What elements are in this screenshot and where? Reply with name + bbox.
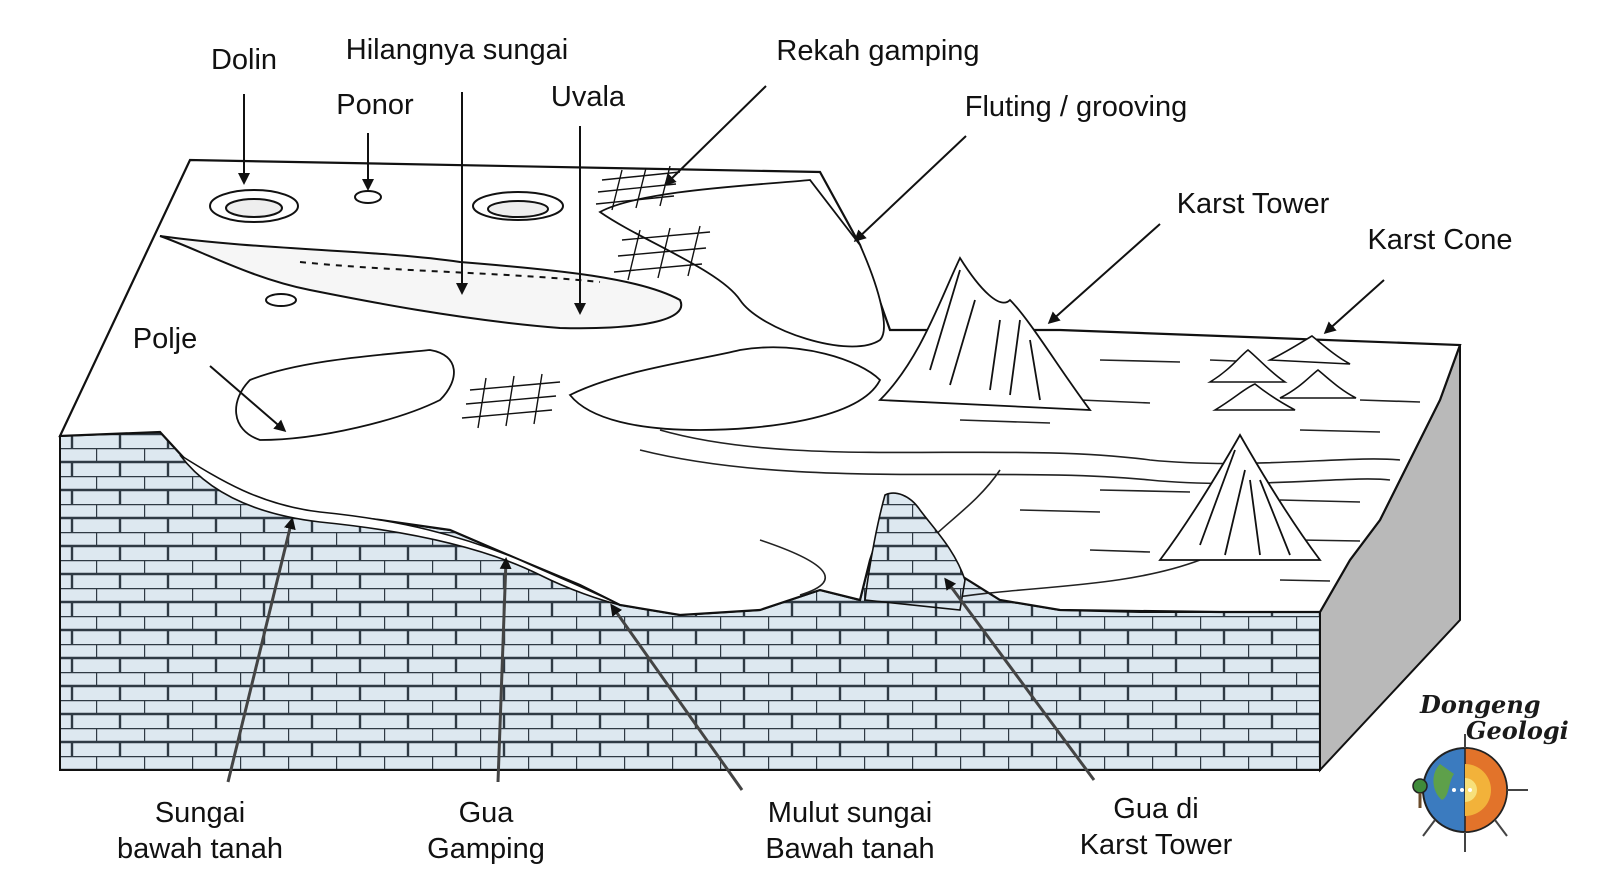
label-karst-cone: Karst Cone <box>1367 224 1513 256</box>
label-mulut-sungai-line1: Mulut sungai <box>767 797 933 829</box>
label-polje: Polje <box>132 323 198 355</box>
dolin-depressions <box>209 189 564 307</box>
label-gua-gamping: Gua Gamping <box>427 795 545 867</box>
pointer-polje <box>209 365 287 432</box>
karst-cone-group <box>1207 335 1357 411</box>
label-gua-gamping-line1: Gua <box>458 797 514 829</box>
logo-text-line2: Geologi <box>1466 716 1569 745</box>
label-rekah-gamping: Rekah gamping <box>776 35 980 67</box>
pointer-gua-karst-tower <box>944 577 1096 781</box>
dongeng-geologi-logo: Dongeng Geologi <box>1412 690 1569 881</box>
earth-globe-icon <box>1412 734 1528 852</box>
label-sungai-bawah-tanah-line2: bawah tanah <box>116 833 284 865</box>
limestone-joint-grids <box>461 165 711 429</box>
label-dolin: Dolin <box>210 44 278 76</box>
label-gua-di-karst-tower-line2: Karst Tower <box>1079 829 1233 861</box>
pointer-fluting <box>853 135 967 243</box>
pointer-mulut-sungai <box>610 603 744 791</box>
label-uvala: Uvala <box>550 81 626 113</box>
label-sungai-bawah-tanah: Sungai bawah tanah <box>117 795 283 867</box>
pointer-karst-tower <box>1047 223 1161 324</box>
pointer-karst-cone <box>1323 279 1385 335</box>
logo-text-line1: Dongeng <box>1420 690 1541 719</box>
pointer-gua-gamping <box>496 557 512 783</box>
label-ponor: Ponor <box>336 89 414 121</box>
pointer-sungai-bawah-tanah <box>226 517 296 783</box>
label-gua-di-karst-tower-line1: Gua di <box>1113 793 1199 825</box>
label-sungai-bawah-tanah-line1: Sungai <box>154 797 246 829</box>
label-mulut-sungai: Mulut sungai Bawah tanah <box>765 795 934 867</box>
label-fluting-grooving: Fluting / grooving <box>964 91 1188 123</box>
label-hilangnya-sungai: Hilangnya sungai <box>345 34 569 66</box>
uvala-valley <box>159 235 683 330</box>
upland-cliffs <box>235 179 885 441</box>
lower-karst-tower <box>1158 433 1322 561</box>
label-karst-tower: Karst Tower <box>1176 188 1330 220</box>
karst-tower-peak <box>877 256 1092 411</box>
label-mulut-sungai-line2: Bawah tanah <box>765 833 935 865</box>
label-gua-gamping-line2: Gamping <box>427 833 545 865</box>
cave-in-karst-tower <box>864 492 966 611</box>
pointer-rekah-gamping <box>663 85 767 187</box>
lowland-plain-lines <box>639 359 1421 601</box>
label-pointers <box>209 85 1385 791</box>
label-gua-di-karst-tower: Gua di Karst Tower <box>1080 791 1233 863</box>
